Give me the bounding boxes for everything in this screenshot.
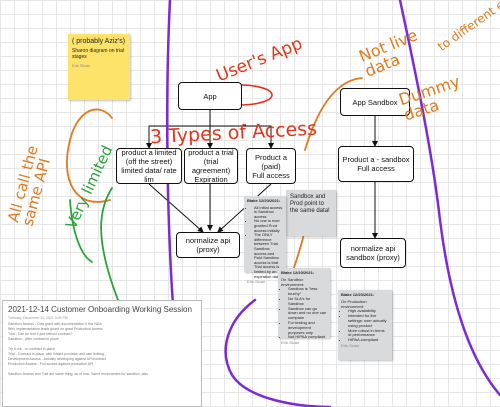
node-product-paid-line1: Product a xyxy=(254,152,288,162)
sandbox-note-body: Sandbox and Prod point to the same data! xyxy=(290,194,330,214)
sticky-title: ( probably Aziz's) xyxy=(72,38,126,45)
node-product-sandbox-line1: Product a - sandbox xyxy=(342,155,410,164)
purple-pen-stroke-right xyxy=(398,0,500,397)
node-product-paid[interactable]: Product a (paid) Full access xyxy=(246,148,296,184)
node-normalize-api-sandbox-line2: sandbox (proxy) xyxy=(346,253,400,262)
blake1-title: Blake 12/20/2021: xyxy=(247,198,281,203)
blake2-item: Sandbox can go down and no one can compl… xyxy=(288,306,327,321)
document-line: Sandbox Access and Trial are same thing,… xyxy=(8,372,149,376)
blake3-item: Intended for live settings: user actuall… xyxy=(348,313,389,328)
node-product-limited-line2: (off the street) xyxy=(125,157,173,166)
node-product-paid-line3: Full access xyxy=(252,170,290,180)
edge-app-to-limited xyxy=(146,125,210,149)
blake1-signature: Erik Sloan xyxy=(247,279,266,285)
node-product-trial-line3: Expiration xyxy=(194,175,228,184)
blake3-intro: On Production environment: xyxy=(341,298,367,309)
sticky-body: Sharon diagram on trial stages xyxy=(72,48,124,60)
node-product-sandbox-line2: Full access xyxy=(357,164,395,173)
node-normalize-api[interactable]: normalize api (proxy) xyxy=(176,232,240,258)
blake2-item: Not HIPAA compliant xyxy=(288,335,327,340)
node-product-paid-line2: (paid) xyxy=(261,161,281,171)
blake2-signature: Erik Sloan xyxy=(281,340,300,346)
orange-arrow-stroke xyxy=(304,77,363,151)
document-line: Production Access - Full access against … xyxy=(8,362,94,366)
green-pen-stroke xyxy=(100,187,119,301)
blake1-item: The ONLY difference between Trial Sandbo… xyxy=(254,232,283,279)
document-line: Try it out - no contract in place xyxy=(8,347,55,351)
blake1-item: All initial access is Sandbox access xyxy=(254,205,283,220)
sticky-note-blake-2[interactable]: Blake 12/20/2021: On Sandbox environment… xyxy=(278,268,330,345)
green-arrow-stroke xyxy=(69,199,93,263)
document-line: Trial - Contract in place, with limited … xyxy=(8,352,104,356)
document-line: Sandbox Access - Only grant with documen… xyxy=(8,322,102,326)
node-normalize-api-sandbox[interactable]: normalize api sandbox (proxy) xyxy=(340,238,406,268)
node-product-trial-line2: (trial agreement) xyxy=(191,157,231,175)
sticky-note-blake-1[interactable]: Blake 12/20/2021: All initial access is … xyxy=(244,196,286,284)
blake3-signature: Erik Sloan xyxy=(341,342,360,348)
document-line: Trial - Can be test 4 just without contr… xyxy=(8,332,73,336)
node-product-sandbox[interactable]: Product a - sandbox Full access xyxy=(338,146,414,182)
blake3-title: Blake 12/20/2021: xyxy=(341,292,375,297)
node-app-label: App xyxy=(203,91,217,101)
sticky-note-blake-3[interactable]: Blake 12/20/2021: On Production environm… xyxy=(338,290,392,360)
blake2-item: For testing and development purposes onl… xyxy=(288,320,327,335)
node-product-limited-line1: product a limited xyxy=(121,148,177,157)
blake3-item: High availability xyxy=(348,309,389,314)
document-line: Development Access - Actually developing… xyxy=(8,357,106,361)
edge-app-to-paid xyxy=(210,125,274,149)
document-title: 2021-12-14 Customer Onboarding Working S… xyxy=(8,305,192,314)
node-normalize-api-label: normalize api (proxy) xyxy=(185,236,231,254)
blake1-item: No one is ever granted Prod access initi… xyxy=(254,219,283,233)
blake2-intro: On Sandbox environment: xyxy=(281,276,305,287)
node-app[interactable]: App xyxy=(178,82,242,110)
node-app-sandbox[interactable]: App Sandbox xyxy=(340,88,410,116)
node-product-trial-line1: product a trial xyxy=(188,148,234,157)
node-product-limited-line3: limited data/ rate lim xyxy=(121,166,177,184)
blake3-item: HIPAA-compliant xyxy=(348,337,389,343)
orange-bracket-stroke xyxy=(66,108,113,203)
blake2-item: Sandbox is "less touchy" xyxy=(288,287,327,297)
blake2-item: No SLA's for Sandbox xyxy=(288,296,327,307)
sticky-note-sandbox-same-data[interactable]: Sandbox and Prod point to the same data! xyxy=(286,190,336,236)
node-product-limited[interactable]: product a limited (off the street) limit… xyxy=(116,148,182,184)
blake2-title: Blake 12/20/2021: xyxy=(281,270,315,275)
edge-limited-to-proxy xyxy=(148,183,204,233)
blake3-item: More robust in terms of performance xyxy=(348,328,389,339)
node-normalize-api-sandbox-line1: normalize api xyxy=(350,244,396,253)
document-meta: Tuesday, December 14, 2021 3:05 PM xyxy=(8,316,68,320)
node-product-trial[interactable]: product a trial (trial agreement) Expira… xyxy=(184,148,238,184)
meeting-notes-document[interactable]: 2021-12-14 Customer Onboarding Working S… xyxy=(2,300,202,407)
document-line: Sandbox - After contract in place xyxy=(8,337,59,341)
sticky-note-yellow[interactable]: ( probably Aziz's) Sharon diagram on tri… xyxy=(68,34,130,100)
document-line: Who implementation leads guard on grant … xyxy=(8,327,103,331)
node-app-sandbox-label: App Sandbox xyxy=(352,97,398,107)
purple-pen-stroke-curve xyxy=(224,298,332,407)
sticky-signature: Erik Sloan xyxy=(72,63,91,68)
